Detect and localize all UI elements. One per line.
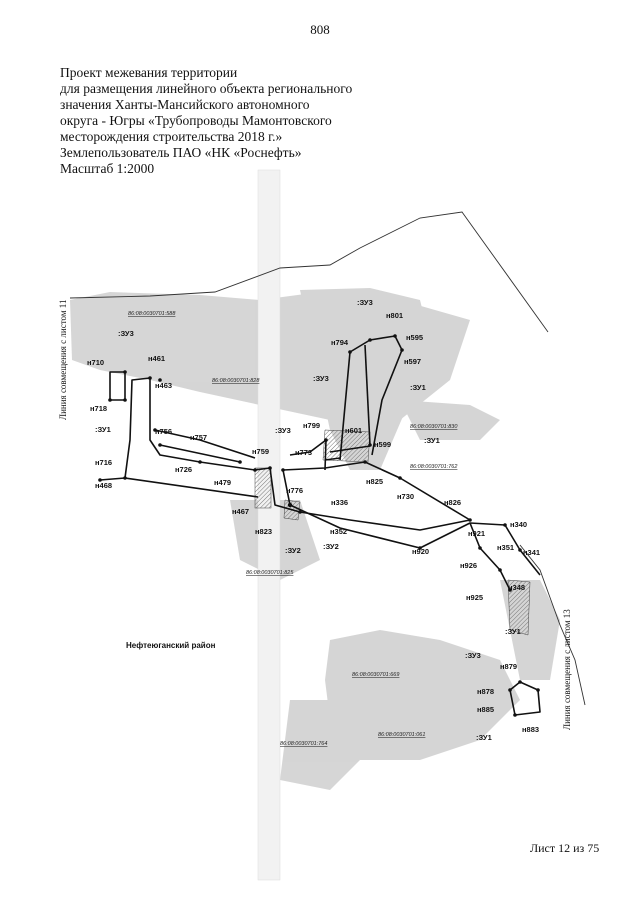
point-label: н716 <box>95 458 112 467</box>
zone-label: :ЗУ1 <box>424 436 440 445</box>
cadastral-label: 86:08:0030701:828 <box>212 378 260 384</box>
point-label: н348 <box>508 583 525 592</box>
pipeline-corridors <box>99 335 541 716</box>
left-sheet-join-label: Линия совмещения с листом 11 <box>58 300 68 420</box>
boundary-line <box>69 211 549 333</box>
point-label: н599 <box>374 440 391 449</box>
zone-label: :ЗУ3 <box>465 651 481 660</box>
title-line: месторождения строительства 2018 г.» <box>60 129 283 144</box>
point-label: н601 <box>345 426 362 435</box>
zone-label: :ЗУ3 <box>313 374 329 383</box>
point-label: н467 <box>232 507 249 516</box>
point-label: н479 <box>214 478 231 487</box>
zone-label: :ЗУ3 <box>118 329 134 338</box>
cadastral-label: 86:08:0030701:061 <box>378 732 425 738</box>
title-line: значения Ханты-Мансийского автономного <box>60 97 310 112</box>
terrain-shading <box>70 288 560 790</box>
sheet-footer: Лист 12 из 75 <box>530 841 600 855</box>
point-label: н823 <box>255 527 272 536</box>
point-label: н352 <box>330 527 347 536</box>
right-sheet-join-label: Линия совмещения с листом 13 <box>562 609 572 730</box>
cadastral-label: 86:08:0030701:825 <box>246 570 294 576</box>
cadastral-label: 86:08:0030701:764 <box>280 741 327 747</box>
point-label: н773 <box>295 448 312 457</box>
point-label: н879 <box>500 662 517 671</box>
point-label: н920 <box>412 547 429 556</box>
point-label: н726 <box>175 465 192 474</box>
zone-label: :ЗУ1 <box>505 627 521 636</box>
point-label: н756 <box>155 427 172 436</box>
point-label: н710 <box>87 358 104 367</box>
road-strip <box>257 169 281 881</box>
zone-label: :ЗУ2 <box>285 546 301 555</box>
point-label: н595 <box>406 333 423 342</box>
zone-label: :ЗУ1 <box>95 425 111 434</box>
point-label: н597 <box>404 357 421 366</box>
cadastral-label: 86:08:0030701:588 <box>128 311 176 317</box>
point-label: н776 <box>286 486 303 495</box>
point-label: н757 <box>190 433 207 442</box>
point-label: н885 <box>477 705 494 714</box>
zone-label: :ЗУ1 <box>476 733 492 742</box>
title-line: Землепользователь ПАО «НК «Роснефть» <box>60 145 302 160</box>
point-label: н878 <box>477 687 494 696</box>
hatched-zones <box>254 429 531 636</box>
zone-label: :ЗУ2 <box>323 542 339 551</box>
boundary-points <box>98 334 540 717</box>
point-label: н826 <box>444 498 461 507</box>
point-label: н468 <box>95 481 112 490</box>
point-label: н730 <box>397 492 414 501</box>
cadastral-label: 86:08:0030701:762 <box>410 464 457 470</box>
point-label: н463 <box>155 381 172 390</box>
title-line: Проект межевания территории <box>60 65 238 80</box>
cadastral-label: 86:08:0030701:669 <box>352 672 399 678</box>
point-label: н921 <box>468 529 485 538</box>
zone-label: :ЗУ3 <box>357 298 373 307</box>
scale-line: Масштаб 1:2000 <box>60 161 155 176</box>
zone-label: :ЗУ3 <box>275 426 291 435</box>
point-label: н794 <box>331 338 349 347</box>
title-line: округа - Югры «Трубопроводы Мамонтовског… <box>60 113 332 128</box>
point-label: н351 <box>497 543 514 552</box>
point-label: н883 <box>522 725 539 734</box>
point-label: н799 <box>303 421 320 430</box>
region-label: Нефтеюганский район <box>126 641 216 650</box>
point-label: н336 <box>331 498 348 507</box>
zone-label: :ЗУ1 <box>410 383 426 392</box>
right-edge-line <box>519 544 586 706</box>
point-label: н341 <box>523 548 540 557</box>
point-label: н340 <box>510 520 527 529</box>
point-label: н718 <box>90 404 107 413</box>
title-line: для размещения линейного объекта региона… <box>60 81 353 96</box>
point-label: н926 <box>460 561 477 570</box>
point-label: н925 <box>466 593 483 602</box>
point-label: н461 <box>148 354 165 363</box>
point-label: н759 <box>252 447 269 456</box>
title-block: Проект межевания территории для размещен… <box>60 65 360 177</box>
cadastral-label: 86:08:0030701:830 <box>410 424 458 430</box>
point-label: н825 <box>366 477 383 486</box>
point-label: н801 <box>386 311 403 320</box>
page-number: 808 <box>310 22 330 37</box>
